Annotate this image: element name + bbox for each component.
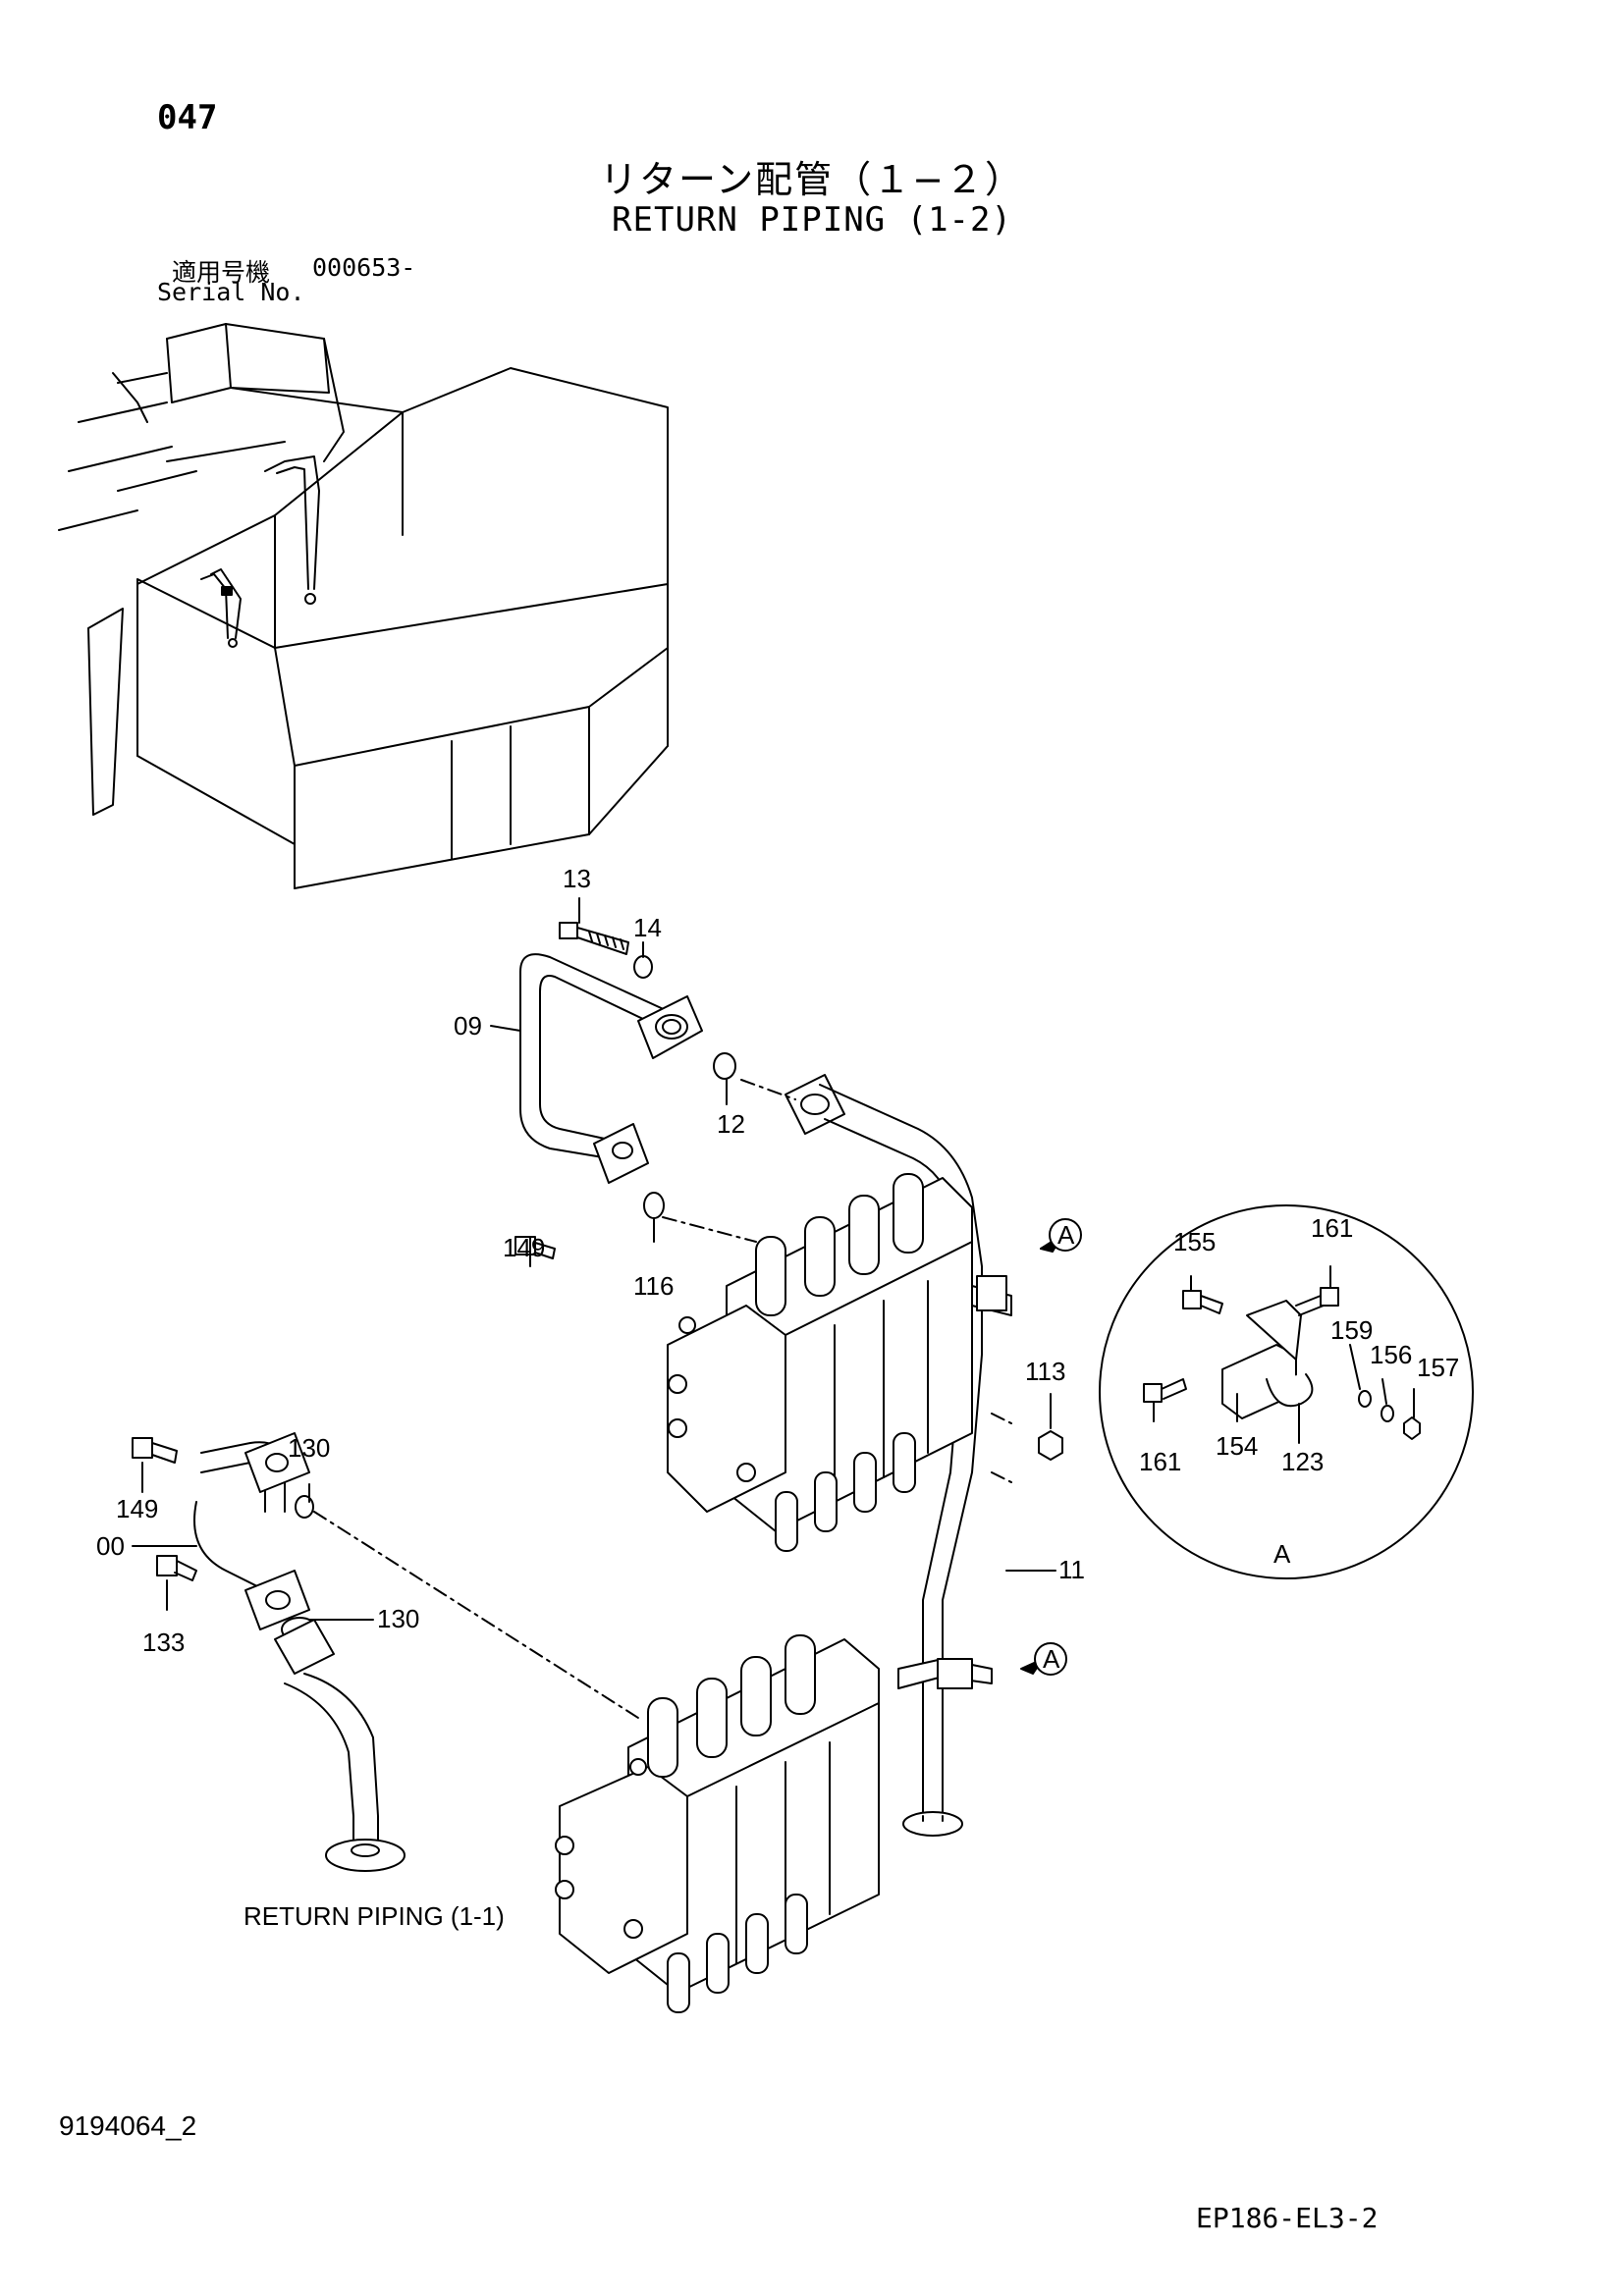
washer-156 — [1380, 1405, 1394, 1422]
detail-callout-157: 157 — [1417, 1353, 1460, 1382]
serial-number: 000653- — [312, 253, 416, 282]
callout-09: 09 — [454, 1011, 482, 1041]
callout-149-upper: 149 — [503, 1233, 546, 1262]
drawing-code: EP186-EL3-2 — [1196, 2202, 1379, 2234]
callout-14: 14 — [633, 913, 662, 942]
washer-159 — [1358, 1390, 1372, 1408]
control-valve-upper — [667, 1173, 973, 1552]
bolt-133 — [156, 1555, 197, 1581]
detail-callout-159: 159 — [1330, 1315, 1374, 1345]
callout-13: 13 — [563, 864, 591, 893]
callout-113: 113 — [1025, 1357, 1066, 1386]
machine-overview-illustration — [58, 323, 669, 889]
nut-113 — [1038, 1430, 1063, 1461]
pipe-00 — [193, 1432, 406, 1872]
page-number: 047 — [157, 98, 218, 137]
leader-12 — [740, 1079, 796, 1100]
page-title-jp: リターン配管（１−２） — [600, 158, 1024, 201]
detail-view-label-a: A — [1273, 1539, 1291, 1569]
nut-157 — [1403, 1416, 1421, 1440]
o-ring-12 — [713, 1052, 736, 1080]
view-marker-a-upper — [1049, 1218, 1082, 1252]
detail-callout-156: 156 — [1370, 1340, 1413, 1369]
callout-130-lower: 130 — [377, 1604, 420, 1633]
bolt-155 — [1182, 1290, 1223, 1314]
bolt-13 — [559, 922, 629, 955]
page-title-en: RETURN PIPING (1-2) — [612, 200, 1012, 240]
serial-label-jp: 適用号機 — [172, 258, 271, 287]
bolt-149-lower — [132, 1437, 178, 1464]
callout-12: 12 — [717, 1109, 745, 1139]
reference-label: RETURN PIPING (1-1) — [244, 1901, 505, 1931]
detail-callout-123: 123 — [1281, 1447, 1325, 1476]
control-valve-lower — [555, 1634, 880, 2013]
leader-130 — [313, 1511, 639, 1719]
serial-label-en: Serial No. — [157, 278, 305, 306]
detail-callout-161-upper: 161 — [1311, 1213, 1354, 1243]
view-label-a-upper: A — [1057, 1220, 1075, 1250]
callout-130-upper: 130 — [288, 1433, 331, 1463]
o-ring-116 — [643, 1192, 665, 1219]
callout-116: 116 — [633, 1271, 675, 1301]
document-id: 9194064_2 — [59, 2110, 197, 2141]
callout-149-lower: 149 — [116, 1494, 159, 1523]
view-label-a-lower: A — [1043, 1644, 1060, 1674]
detail-callout-155: 155 — [1173, 1227, 1217, 1256]
washer-14 — [633, 955, 653, 979]
callout-11: 11 — [1058, 1555, 1085, 1584]
view-marker-a-lower — [1034, 1642, 1067, 1676]
pipe-09 — [519, 953, 703, 1184]
callout-133: 133 — [142, 1628, 186, 1657]
leader-116 — [662, 1216, 757, 1243]
detail-callout-154: 154 — [1216, 1431, 1259, 1461]
callout-00: 00 — [96, 1531, 125, 1561]
detail-view-a — [1020, 1204, 1474, 1675]
detail-callout-161-lower: 161 — [1139, 1447, 1182, 1476]
leader-lines — [132, 897, 1415, 1621]
